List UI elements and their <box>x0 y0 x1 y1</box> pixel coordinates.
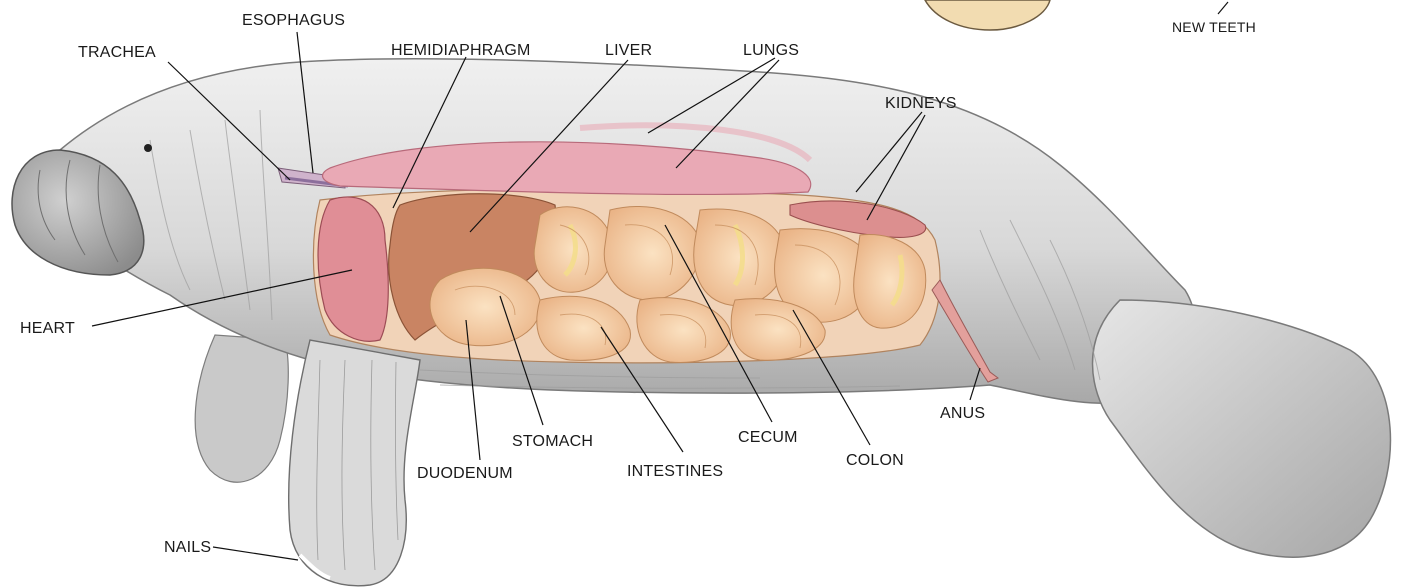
label-nails: NAILS <box>164 539 211 556</box>
label-lungs: LUNGS <box>743 42 799 59</box>
new-teeth-illustration <box>925 0 1050 30</box>
label-duodenum: DUODENUM <box>417 465 513 482</box>
label-esophagus: ESOPHAGUS <box>242 12 345 29</box>
label-new-teeth: NEW TEETH <box>1172 19 1256 35</box>
eye <box>144 144 152 152</box>
label-kidneys: KIDNEYS <box>885 95 957 112</box>
label-colon: COLON <box>846 452 904 469</box>
label-trachea: TRACHEA <box>78 44 156 61</box>
label-liver: LIVER <box>605 42 652 59</box>
label-stomach: STOMACH <box>512 433 593 450</box>
label-cecum: CECUM <box>738 429 798 446</box>
label-hemidiaphragm: HEMIDIAPHRAGM <box>391 42 531 59</box>
label-anus: ANUS <box>940 405 985 422</box>
label-intestines: INTESTINES <box>627 463 723 480</box>
rear-flipper <box>195 335 288 482</box>
leader-nails <box>213 547 298 560</box>
tail-paddle <box>1093 300 1391 557</box>
leader-new-teeth <box>1218 2 1228 14</box>
label-heart: HEART <box>20 320 75 337</box>
front-flipper <box>289 340 420 586</box>
